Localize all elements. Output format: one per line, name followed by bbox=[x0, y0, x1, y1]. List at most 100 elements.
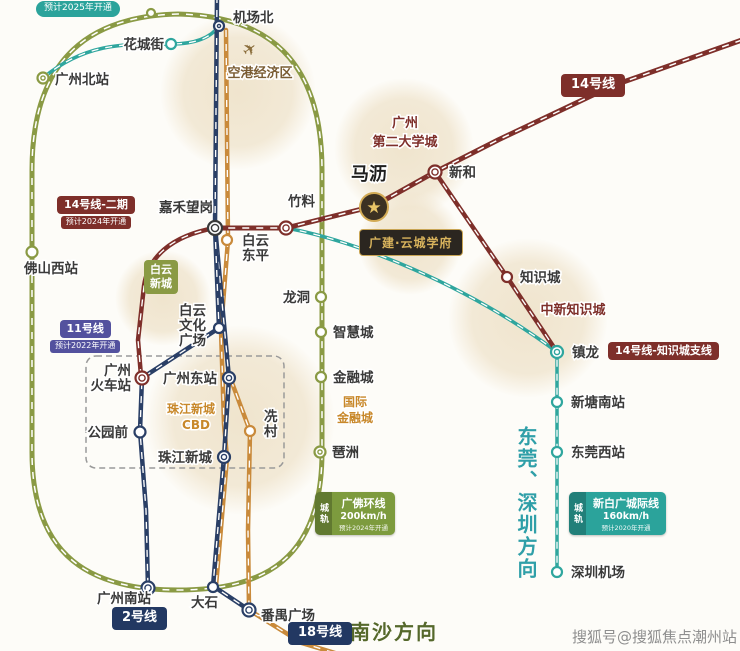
station-label: 新和 bbox=[449, 164, 476, 181]
station-label: 白云文化广场 bbox=[179, 302, 206, 349]
badge-line14-phase2-title: 14号线-二期 bbox=[57, 196, 135, 215]
station-dot-inner bbox=[553, 348, 561, 356]
station-label: 龙洞 bbox=[282, 289, 310, 306]
badge-baiyun-newtown: 白云 新城 bbox=[144, 260, 178, 294]
station-dot-inner bbox=[225, 374, 233, 382]
station: 珠江新城 bbox=[157, 448, 232, 468]
station-dot bbox=[550, 395, 564, 409]
badge-estate: 广建·云城学府 bbox=[359, 229, 463, 256]
station: 广州东站 bbox=[162, 369, 237, 389]
metro-line-xinbaiguang-west-ticks bbox=[42, 25, 220, 79]
station-label: 智慧城 bbox=[333, 324, 374, 341]
station-label: 机场北 bbox=[233, 9, 274, 26]
watermark: 搜狐号@搜狐焦点潮州站 bbox=[571, 628, 737, 646]
badge-xinbaiguang: 城轨 新白广城际线 160km/h 预计2020年开通 bbox=[569, 492, 666, 535]
station-label: 广州火车站 bbox=[91, 362, 132, 394]
station: 知识城 bbox=[500, 268, 562, 288]
metro-line-line3-orange-ticks bbox=[215, 29, 229, 587]
station-dot bbox=[314, 290, 328, 304]
badge-line11: 11号线 预计2022年开通 bbox=[50, 320, 121, 353]
xinbaiguang-name: 新白广城际线 bbox=[593, 497, 659, 510]
station-dot bbox=[25, 245, 39, 259]
station-dot bbox=[145, 7, 157, 19]
station: 竹料 bbox=[278, 192, 317, 236]
direction-dongguan-shenzhen: 东莞、深圳方向 bbox=[514, 426, 538, 580]
region-label: 国际 bbox=[343, 395, 367, 409]
region-label: 金融城 bbox=[336, 410, 373, 425]
station-dot bbox=[206, 580, 220, 594]
station-label: 知识城 bbox=[520, 269, 561, 286]
badge-line14-phase2-note: 预计2024年开通 bbox=[60, 216, 132, 229]
station-label: 广州北站 bbox=[55, 71, 109, 88]
badge-line11-title: 11号线 bbox=[59, 320, 111, 339]
badge-line14: 14号线 bbox=[561, 74, 626, 97]
station: 广州火车站 bbox=[89, 361, 150, 396]
station: 金融城 bbox=[314, 368, 375, 388]
station: 智慧城 bbox=[314, 323, 375, 343]
station-dot bbox=[314, 325, 328, 339]
station: 新塘南站 bbox=[550, 393, 627, 413]
station-dot bbox=[212, 321, 226, 335]
station-label: 番禺广场 bbox=[260, 607, 315, 624]
station-dot-inner bbox=[138, 374, 146, 382]
xinbaiguang-note: 预计2020年开通 bbox=[601, 524, 651, 532]
station: 公园前 bbox=[86, 423, 147, 443]
station bbox=[145, 7, 157, 19]
guangfo-speed: 200km/h bbox=[340, 511, 387, 522]
region-label: 广州 bbox=[392, 115, 418, 131]
central-area-dashed-box bbox=[85, 355, 285, 469]
station-label: 金融城 bbox=[332, 369, 374, 386]
badge-expected-2025: 预计2025年开通 bbox=[36, 1, 120, 17]
station-dot bbox=[550, 565, 564, 579]
badge-guangfo-loop: 城轨 广佛环线 200km/h 预计2024年开通 bbox=[315, 492, 396, 535]
region-blob bbox=[145, 325, 335, 515]
station: 广州北站 bbox=[36, 70, 111, 90]
metro-line-line2-ticks bbox=[139, 227, 220, 589]
station-label: 竹料 bbox=[287, 193, 315, 210]
station-label: 广州南站 bbox=[97, 590, 151, 607]
station-label: 琶洲 bbox=[332, 445, 359, 461]
region-blobs-layer bbox=[115, 14, 608, 515]
station-label: 嘉禾望岗 bbox=[158, 199, 213, 216]
region-blob bbox=[448, 238, 608, 398]
rail-tab-chenggui-2: 城轨 bbox=[569, 492, 586, 535]
station-label: 公园前 bbox=[88, 424, 129, 441]
metro-line-line18-ticks bbox=[230, 379, 331, 651]
stations-layer: 机场北花城街广州北站佛山西站嘉禾望岗竹料新和白云东平知识城龙洞白云文化广场智慧城… bbox=[22, 7, 627, 626]
region-label: 中新知识城 bbox=[540, 302, 605, 318]
station: 新和 bbox=[427, 163, 478, 183]
rail-tab-chenggui: 城轨 bbox=[315, 492, 332, 535]
station: 大石 bbox=[190, 580, 220, 613]
station: 番禺广场 bbox=[241, 602, 317, 626]
station-dot-inner bbox=[317, 449, 323, 455]
region-label: 珠江新城 bbox=[167, 401, 215, 416]
region-label: 第二大学城 bbox=[372, 134, 437, 150]
badge-line14-kc-branch: 14号线-知识城支线 bbox=[608, 342, 719, 361]
station-dot bbox=[164, 37, 178, 51]
station: 机场北 bbox=[212, 8, 275, 33]
guangfo-note: 预计2024年开通 bbox=[339, 524, 389, 532]
badge-line18: 18号线 bbox=[288, 622, 353, 645]
station: 白云东平 bbox=[220, 231, 271, 266]
station-dot-inner bbox=[210, 223, 220, 233]
station: 冼村 bbox=[243, 407, 280, 442]
station-dot-inner bbox=[245, 606, 253, 614]
station-dot-inner bbox=[220, 453, 228, 461]
station-dot-inner bbox=[144, 584, 152, 592]
region-blob bbox=[160, 14, 316, 170]
station: 嘉禾望岗 bbox=[157, 198, 224, 237]
station: 深圳机场 bbox=[550, 563, 627, 583]
station-label: 镇龙 bbox=[572, 344, 600, 361]
station-label: 珠江新城 bbox=[158, 449, 212, 466]
region-label: 空港经济区 bbox=[227, 65, 292, 81]
station-dot bbox=[550, 445, 564, 459]
station: 龙洞 bbox=[281, 288, 328, 308]
station-dot-inner bbox=[431, 168, 439, 176]
station-dot-inner bbox=[216, 23, 222, 29]
star-marker: ★ bbox=[359, 192, 389, 222]
station-dot bbox=[133, 425, 147, 439]
station-label: 东莞西站 bbox=[571, 444, 625, 461]
